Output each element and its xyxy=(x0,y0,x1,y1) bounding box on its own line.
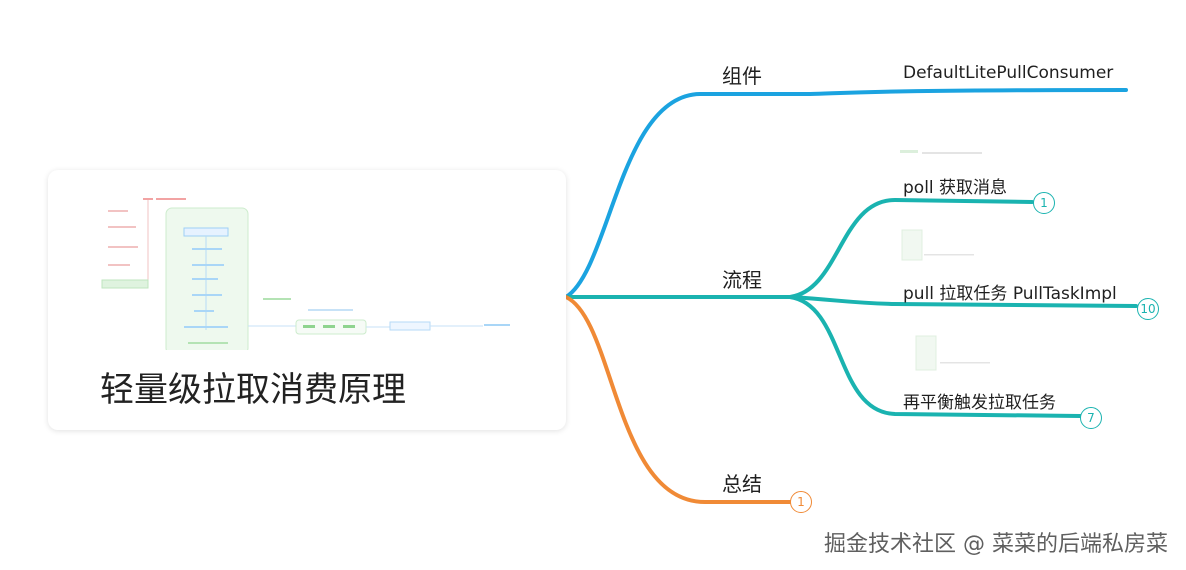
watermark: 掘金技术社区 @ 菜菜的后端私房菜 xyxy=(824,532,1168,557)
node-poll[interactable]: poll 获取消息 xyxy=(903,178,1008,198)
branch-line-rebalance xyxy=(788,295,1082,418)
branch-line-poll xyxy=(788,197,1034,299)
branch-line-component xyxy=(564,88,1128,299)
root-title: 轻量级拉取消费原理 xyxy=(100,370,406,410)
branch-line-summary xyxy=(564,295,792,504)
badge-rebalance[interactable]: 7 xyxy=(1080,407,1102,429)
badge-poll[interactable]: 1 xyxy=(1033,192,1055,214)
node-rebalance[interactable]: 再平衡触发拉取任务 xyxy=(903,393,1056,413)
badge-summary[interactable]: 1 xyxy=(790,491,812,513)
badge-pull[interactable]: 10 xyxy=(1137,298,1159,320)
flowchart-thumbnail xyxy=(101,198,510,350)
rebalance-thumbnail xyxy=(915,335,990,371)
branch-line-pull xyxy=(788,295,1138,308)
branch-label-summary[interactable]: 总结 xyxy=(722,472,762,496)
branch-label-component[interactable]: 组件 xyxy=(722,64,762,88)
node-pull[interactable]: pull 拉取任务 PullTaskImpl xyxy=(903,284,1117,304)
root-node[interactable]: 轻量级拉取消费原理 xyxy=(48,170,566,430)
pull-thumbnail xyxy=(901,229,974,261)
node-defaultlitepullconsumer[interactable]: DefaultLitePullConsumer xyxy=(903,63,1114,83)
branch-label-process[interactable]: 流程 xyxy=(722,268,762,292)
poll-thumbnail xyxy=(900,150,982,154)
